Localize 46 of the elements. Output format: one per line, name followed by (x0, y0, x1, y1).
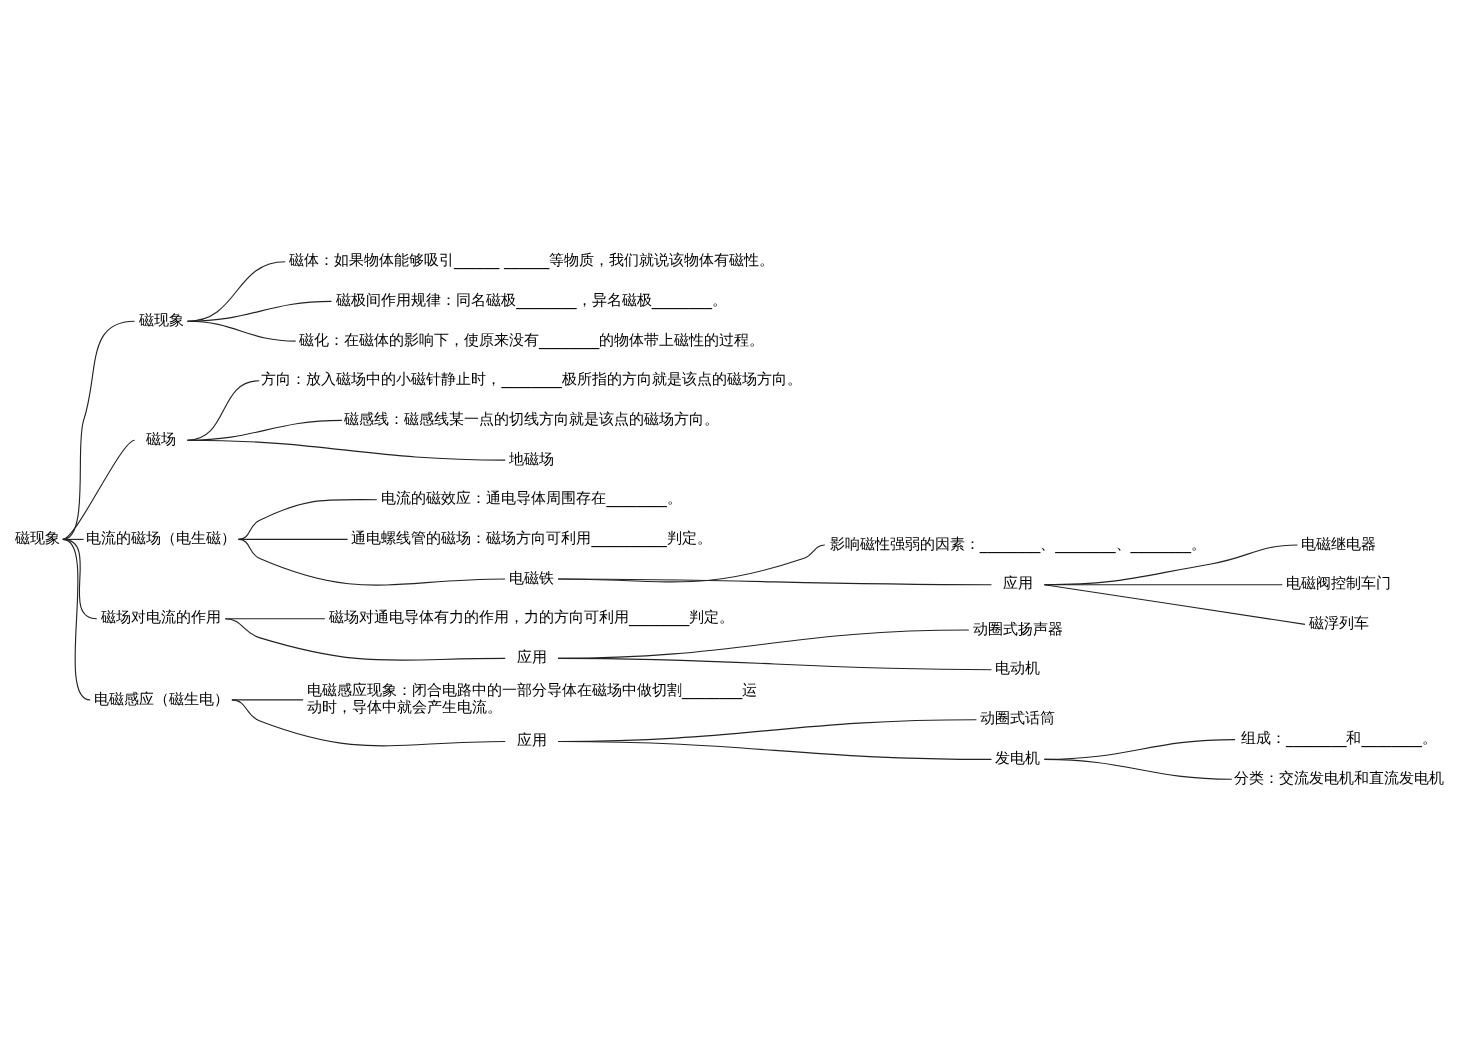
connector (231, 699, 506, 747)
connector (237, 499, 378, 540)
node-text: 磁场 (146, 429, 177, 448)
connector (1043, 584, 1306, 625)
node-text: 电磁铁 (509, 568, 555, 587)
node-text: 磁场对通电导体有力的作用，力的方向可利用________判定。 (328, 608, 735, 627)
node-text: 动圈式扬声器 (972, 619, 1063, 638)
node-text: 应用 (1002, 574, 1033, 593)
node-text: 发电机 (995, 748, 1041, 767)
node-text: 电磁感应现象：闭合电路中的一部分导体在磁场中做切割________运动时，导体中就会产生电流。 (306, 681, 758, 716)
node-text: 磁现象 (14, 528, 60, 547)
node-text: 电磁继电器 (1301, 534, 1377, 553)
connector (557, 657, 993, 671)
connector (186, 320, 297, 342)
node-text: 方向：放入磁场中的小磁针静止时，________极所指的方向就是该点的磁场方向。 (261, 370, 802, 389)
node-text: 影响磁性强弱的因素：________、________、________。 (829, 534, 1207, 553)
node-text: 电磁感应（磁生电） (93, 689, 229, 708)
node-text: 磁体：如果物体能够吸引______ ______等物质，我们就说该物体有磁性。 (288, 251, 775, 270)
node-text: 磁浮列车 (1308, 613, 1369, 632)
node-text: 磁感线：磁感线某一点的切线方向就是该点的磁场方向。 (344, 410, 720, 428)
connector (557, 740, 993, 760)
connector (186, 261, 286, 322)
node-text: 应用 (516, 731, 547, 750)
connector (62, 538, 91, 701)
node-text: 磁化：在磁体的影响下，使原来没有________的物体带上磁性的过程。 (298, 330, 765, 349)
node-text: 组成：________和________。 (1241, 729, 1437, 748)
node-text: 动圈式话筒 (980, 709, 1056, 728)
connector (224, 618, 506, 661)
connector (62, 320, 136, 540)
node-text: 电流的磁效应：通电导体周围存在________。 (381, 489, 682, 508)
connector (557, 578, 993, 586)
connector (186, 439, 506, 461)
node-text: 电磁阀控制车门 (1286, 574, 1392, 593)
node-text: 磁场对电流的作用 (101, 608, 222, 627)
node-text: 通电螺线管的磁场：磁场方向可利用__________判定。 (351, 528, 712, 547)
node-text: 电流的磁场（电生磁） (86, 528, 237, 547)
node-text: 地磁场 (509, 449, 555, 468)
connector (237, 538, 506, 586)
node-text: 应用 (516, 647, 547, 666)
node-text: 分类：交流发电机和直流发电机 (1233, 768, 1444, 787)
connector (1043, 758, 1233, 780)
node-text: 磁现象 (138, 310, 184, 329)
node-text: 磁极间作用规律：同名磁极________，异名磁极________。 (336, 291, 728, 310)
connector (186, 380, 260, 441)
node-text: 电动机 (995, 659, 1041, 678)
connector (62, 439, 136, 540)
